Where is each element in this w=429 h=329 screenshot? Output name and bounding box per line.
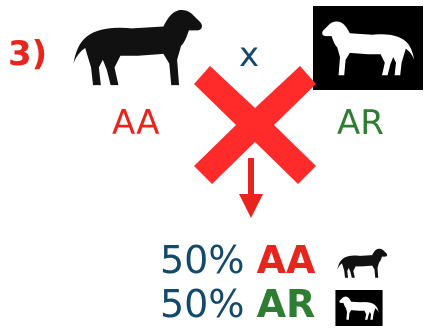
black-dog-on-white-icon xyxy=(333,246,391,280)
cross-symbol: x xyxy=(239,35,260,75)
offspring-row-2: 50% AR xyxy=(160,285,315,323)
offspring-2-percent: 50% xyxy=(160,282,245,326)
red-x-icon xyxy=(194,66,316,184)
offspring-row-1: 50% AA xyxy=(160,241,315,279)
parent-left-genotype: AA xyxy=(112,103,160,143)
parent-right-genotype: AR xyxy=(337,103,384,143)
white-dog-on-black-icon xyxy=(335,290,383,326)
offspring-2-genotype: AR xyxy=(256,282,316,326)
black-dog-on-white-icon xyxy=(64,3,210,91)
down-arrow-icon xyxy=(239,158,263,218)
offspring-1-genotype: AA xyxy=(256,238,316,282)
offspring-1-percent: 50% xyxy=(160,238,245,282)
white-dog-on-black-icon xyxy=(313,6,423,90)
step-label: 3) xyxy=(8,34,48,74)
